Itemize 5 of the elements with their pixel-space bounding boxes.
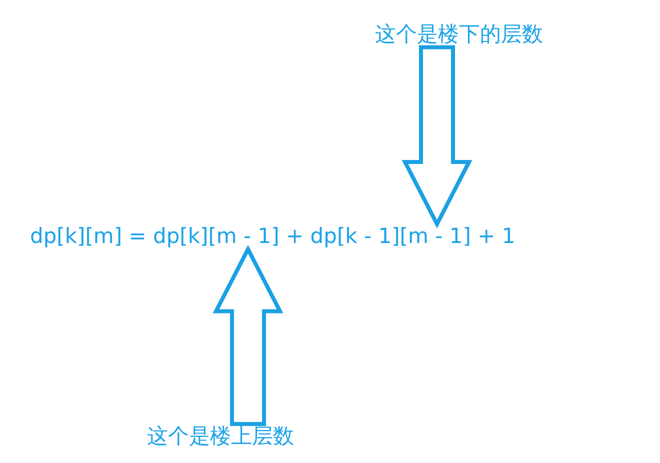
hollow-arrow (402, 45, 472, 228)
hollow-arrow (212, 244, 284, 426)
annotation-text: 这个是楼上层数 (147, 424, 294, 450)
formula-text: dp[k][m] = dp[k][m - 1] + dp[k - 1][m - 1] + 1 (30, 224, 516, 250)
annotation-text: 这个是楼下的层数 (375, 22, 543, 48)
